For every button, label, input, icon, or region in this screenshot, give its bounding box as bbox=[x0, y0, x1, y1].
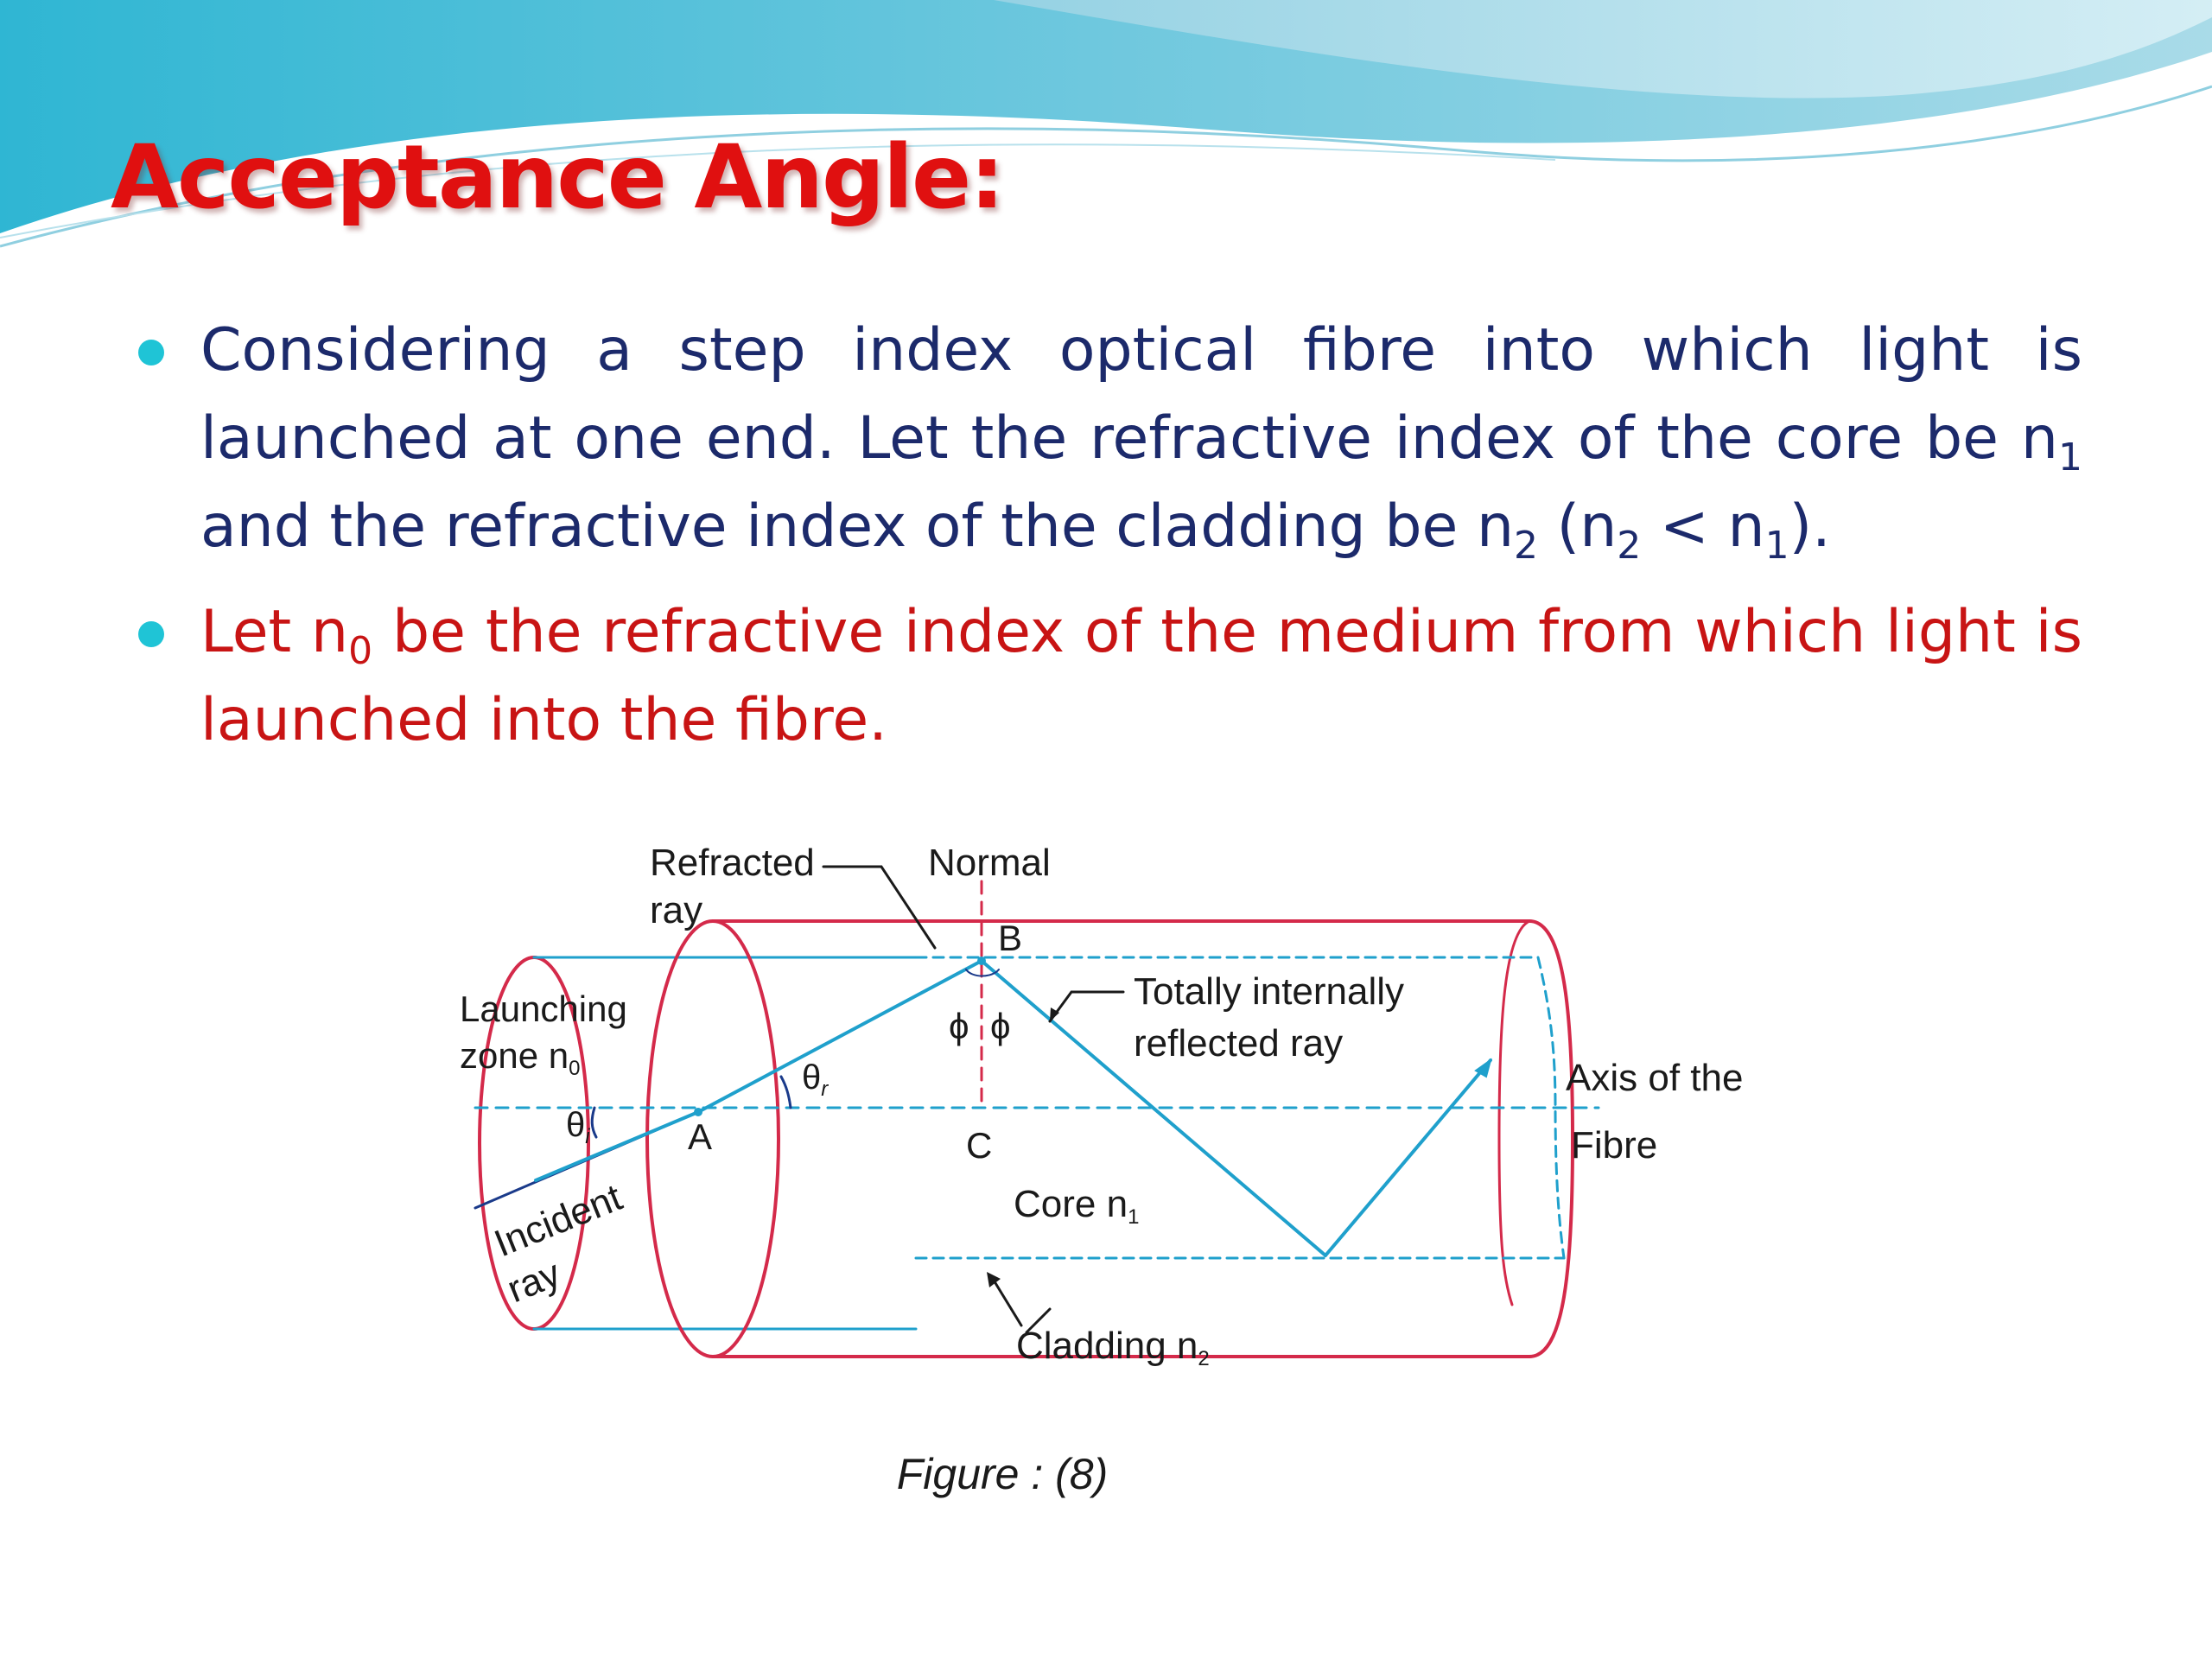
incident-ray-inner bbox=[534, 1110, 700, 1182]
fibre-front-face bbox=[645, 919, 780, 1358]
bullet-item-step-index: Considering a step index optical fibre i… bbox=[130, 307, 2082, 571]
fibre-end-face bbox=[1528, 919, 1575, 1358]
label-tir-ray-1: Totally internally bbox=[1134, 970, 1404, 1013]
core-text: Core n bbox=[1014, 1183, 1128, 1225]
cladding-text: Cladding n bbox=[1016, 1325, 1198, 1367]
tir-ray-up bbox=[1324, 1058, 1492, 1257]
bullet-dot-icon bbox=[138, 340, 164, 365]
label-point-a: A bbox=[688, 1116, 712, 1157]
tir-ray-leader bbox=[1048, 990, 1125, 1023]
core-end-ellipse bbox=[1536, 956, 1566, 1260]
refracted-ray bbox=[696, 959, 983, 1114]
bullet-dot-icon bbox=[138, 621, 164, 647]
bullet-text: ). bbox=[1789, 493, 1831, 561]
label-point-c: C bbox=[966, 1125, 992, 1166]
theta-i-symbol: θ bbox=[566, 1106, 585, 1144]
bullet-text: (n bbox=[1538, 493, 1618, 561]
label-incident-ray-1: Incident bbox=[488, 1176, 627, 1265]
subscript: 2 bbox=[1617, 524, 1642, 568]
tir-ray-down bbox=[980, 959, 1327, 1257]
label-phi-left: ϕ bbox=[949, 1006, 969, 1046]
label-cladding: Cladding n2 bbox=[1016, 1325, 1210, 1370]
launching-zone-subscript: 0 bbox=[569, 1057, 580, 1080]
label-core: Core n1 bbox=[1014, 1183, 1139, 1229]
theta-r-symbol: θ bbox=[802, 1058, 821, 1096]
bullet-text: be the refractive index of the medium fr… bbox=[200, 598, 2082, 754]
label-theta-i: θi bbox=[566, 1106, 590, 1148]
label-axis-1: Axis of the bbox=[1566, 1057, 1743, 1099]
theta-r-subscript: r bbox=[821, 1077, 829, 1101]
cladding-leader bbox=[1025, 1307, 1052, 1334]
label-normal: Normal bbox=[928, 842, 1051, 884]
bullet-text: Let n bbox=[200, 598, 349, 666]
refracted-ray-leader bbox=[822, 865, 937, 950]
phi-arc bbox=[965, 969, 1000, 977]
subscript: 0 bbox=[348, 629, 373, 673]
subscript: 2 bbox=[1514, 524, 1539, 568]
launching-zone-text: zone n bbox=[460, 1035, 569, 1076]
subscript: 1 bbox=[1764, 524, 1789, 568]
theta-i-subscript: i bbox=[585, 1125, 590, 1148]
fiber-diagram: Refracted ray Normal B Launching zone n0… bbox=[460, 842, 1743, 1498]
slide-title: Acceptance Angle: bbox=[111, 126, 1005, 229]
figure-caption: Figure : (8) bbox=[897, 1450, 1109, 1498]
fibre-end-inner bbox=[1497, 919, 1531, 1306]
bullet-text: and the refractive index of the cladding… bbox=[200, 493, 1515, 561]
bullet-text: Considering a step index optical fibre i… bbox=[200, 316, 2082, 473]
label-tir-ray-2: reflected ray bbox=[1134, 1022, 1343, 1065]
label-point-b: B bbox=[998, 918, 1022, 958]
cladding-subscript: 2 bbox=[1198, 1347, 1209, 1370]
label-phi-right: ϕ bbox=[990, 1006, 1011, 1046]
label-refracted-ray-2: ray bbox=[650, 889, 702, 931]
subscript: 1 bbox=[2058, 435, 2082, 480]
label-launching-zone-1: Launching bbox=[460, 988, 627, 1029]
bullet-text: < n bbox=[1641, 493, 1765, 561]
cladding-leader-2 bbox=[991, 1277, 1023, 1327]
header-wave-decoration bbox=[0, 0, 2212, 248]
ray-arrowhead-icon bbox=[1474, 1058, 1492, 1078]
theta-i-arc bbox=[590, 1106, 598, 1139]
core-subscript: 1 bbox=[1128, 1205, 1139, 1229]
point-a-dot bbox=[694, 1108, 702, 1116]
label-refracted-ray-1: Refracted bbox=[650, 842, 815, 884]
tir-arrowhead-icon bbox=[1050, 1007, 1059, 1021]
label-launching-zone-2: zone n0 bbox=[460, 1035, 580, 1080]
point-b-dot bbox=[977, 957, 986, 965]
label-theta-r: θr bbox=[802, 1058, 829, 1101]
bullet-list: Considering a step index optical fibre i… bbox=[130, 307, 2082, 765]
figure-area: Refracted ray Normal B Launching zone n0… bbox=[406, 795, 1789, 1555]
label-axis-2: Fibre bbox=[1571, 1124, 1657, 1166]
bullet-item-launch-medium: Let n0 be the refractive index of the me… bbox=[130, 588, 2082, 765]
theta-r-arc bbox=[779, 1075, 792, 1109]
